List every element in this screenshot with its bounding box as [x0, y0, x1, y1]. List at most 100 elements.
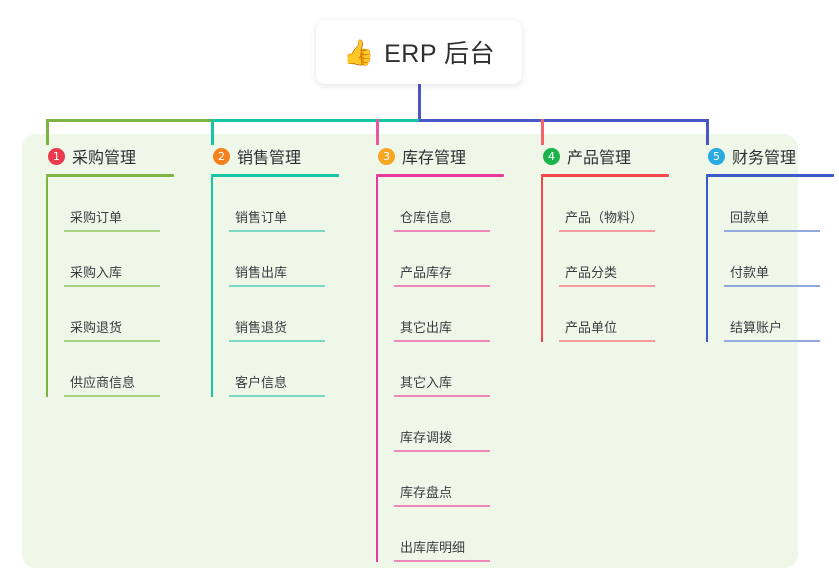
root-node-erp-backend[interactable]: 👍 ERP 后台	[316, 20, 522, 84]
column-header-4[interactable]: 4 产品管理	[529, 143, 681, 169]
menu-item[interactable]: 出库库明细	[394, 507, 516, 562]
menu-item[interactable]: 采购订单	[64, 177, 186, 232]
menu-item-rule	[394, 340, 490, 342]
menu-item-label: 供应商信息	[70, 375, 136, 390]
column-spine	[46, 177, 48, 397]
menu-item[interactable]: 产品分类	[559, 232, 681, 287]
menu-item-label: 产品库存	[400, 265, 453, 280]
column-header-rule	[376, 174, 504, 177]
column-header-2[interactable]: 2 销售管理	[199, 143, 351, 169]
column-title: 采购管理	[72, 150, 137, 167]
column-title: 销售管理	[237, 150, 302, 167]
column-badge-2: 2	[213, 147, 230, 165]
menu-item-label: 回款单	[730, 210, 770, 225]
column-采购管理: 1 采购管理采购订单采购入库采购退货供应商信息	[34, 143, 186, 397]
menu-item[interactable]: 产品单位	[559, 287, 681, 342]
menu-item-label: 采购入库	[70, 265, 123, 280]
column-产品管理: 4 产品管理产品（物料） 产品分类产品单位	[529, 143, 681, 342]
menu-item-rule	[559, 340, 655, 342]
menu-item[interactable]: 产品（物料）	[559, 177, 681, 232]
menu-item[interactable]: 销售订单	[229, 177, 351, 232]
drop-col-1	[46, 119, 49, 145]
menu-item-label: 采购订单	[70, 210, 123, 225]
menu-item[interactable]: 其它出库	[394, 287, 516, 342]
menu-item[interactable]: 客户信息	[229, 342, 351, 397]
column-财务管理: 5 财务管理回款单付款单结算账户	[694, 143, 839, 342]
menu-item-label: 其它入库	[400, 375, 453, 390]
column-items: 产品（物料） 产品分类产品单位	[541, 177, 681, 342]
column-spine	[541, 177, 543, 342]
drop-col-4	[541, 119, 544, 145]
menu-item-rule	[394, 450, 490, 452]
column-库存管理: 3 库存管理仓库信息产品库存其它出库其它入库库存调拨库存盘点出库库明细	[364, 143, 516, 562]
menu-item[interactable]: 供应商信息	[64, 342, 186, 397]
menu-item-rule	[229, 395, 325, 397]
column-title: 财务管理	[732, 150, 797, 167]
column-header-rule	[706, 174, 834, 177]
column-spine	[376, 177, 378, 562]
menu-item-rule	[229, 340, 325, 342]
menu-item[interactable]: 结算账户	[724, 287, 839, 342]
menu-item-label: 产品分类	[565, 265, 618, 280]
menu-item[interactable]: 付款单	[724, 232, 839, 287]
drop-col-5	[706, 119, 709, 145]
column-items: 回款单付款单结算账户	[706, 177, 839, 342]
menu-item-label: 产品单位	[565, 320, 618, 335]
menu-item-rule	[559, 230, 655, 232]
menu-item-rule	[64, 395, 160, 397]
menu-item-label: 销售出库	[235, 265, 288, 280]
menu-item-rule	[394, 230, 490, 232]
menu-item-rule	[394, 395, 490, 397]
root-stem	[418, 80, 421, 122]
menu-item-rule	[724, 285, 820, 287]
menu-item[interactable]: 回款单	[724, 177, 839, 232]
column-title: 产品管理	[567, 150, 632, 167]
column-title: 库存管理	[402, 150, 467, 167]
menu-item-rule	[64, 340, 160, 342]
column-items: 仓库信息产品库存其它出库其它入库库存调拨库存盘点出库库明细	[376, 177, 516, 562]
menu-item[interactable]: 采购退货	[64, 287, 186, 342]
column-header-1[interactable]: 1 采购管理	[34, 143, 186, 169]
menu-item[interactable]: 其它入库	[394, 342, 516, 397]
column-badge-4: 4	[543, 147, 560, 165]
menu-item-label: 结算账户	[730, 320, 783, 335]
column-badge-3: 3	[378, 147, 395, 165]
root-node-title: ERP 后台	[384, 40, 496, 68]
menu-item-rule	[394, 505, 490, 507]
menu-item-label: 库存盘点	[400, 485, 453, 500]
column-spine	[211, 177, 213, 397]
menu-item-rule	[724, 340, 820, 342]
column-badge-1: 1	[48, 147, 65, 165]
menu-item-rule	[394, 560, 490, 562]
column-header-5[interactable]: 5 财务管理	[694, 143, 839, 169]
menu-item[interactable]: 库存盘点	[394, 452, 516, 507]
menu-item-rule	[394, 285, 490, 287]
menu-item-label: 采购退货	[70, 320, 123, 335]
menu-item-label: 付款单	[730, 265, 770, 280]
column-header-rule	[211, 174, 339, 177]
menu-item[interactable]: 销售退货	[229, 287, 351, 342]
menu-item-label: 库存调拨	[400, 430, 453, 445]
menu-item-label: 产品（物料）	[565, 210, 644, 225]
menu-item[interactable]: 销售出库	[229, 232, 351, 287]
menu-item-label: 仓库信息	[400, 210, 453, 225]
menu-item[interactable]: 库存调拨	[394, 397, 516, 452]
bar-segment-teal	[211, 119, 421, 122]
column-badge-5: 5	[708, 147, 725, 165]
drop-col-2	[211, 119, 214, 145]
menu-item-rule	[229, 285, 325, 287]
menu-item-rule	[724, 230, 820, 232]
menu-item-rule	[64, 230, 160, 232]
menu-item[interactable]: 采购入库	[64, 232, 186, 287]
menu-item-rule	[229, 230, 325, 232]
diagram-panel	[22, 134, 798, 568]
menu-item-label: 客户信息	[235, 375, 288, 390]
column-header-rule	[541, 174, 669, 177]
menu-item-label: 其它出库	[400, 320, 453, 335]
menu-item[interactable]: 产品库存	[394, 232, 516, 287]
column-销售管理: 2 销售管理销售订单销售出库销售退货客户信息	[199, 143, 351, 397]
menu-item-label: 销售订单	[235, 210, 288, 225]
menu-item[interactable]: 仓库信息	[394, 177, 516, 232]
column-header-3[interactable]: 3 库存管理	[364, 143, 516, 169]
column-items: 采购订单采购入库采购退货供应商信息	[46, 177, 186, 397]
